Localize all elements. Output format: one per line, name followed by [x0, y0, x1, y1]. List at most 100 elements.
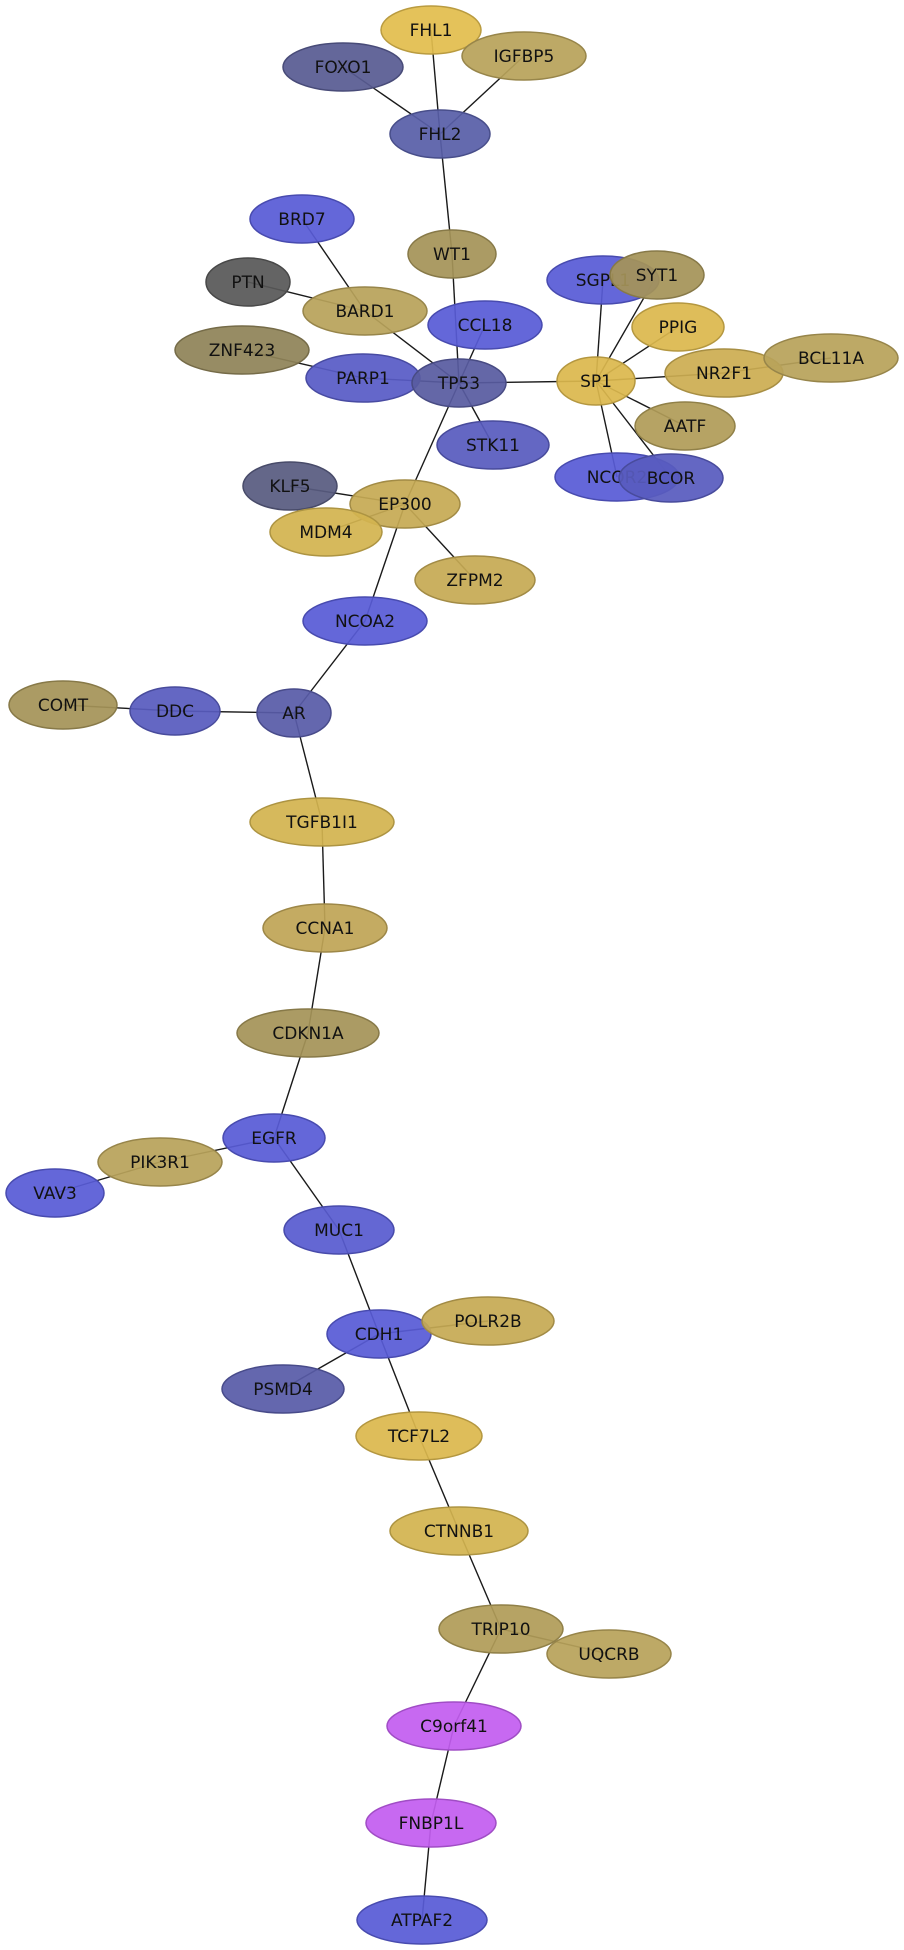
node-klf5[interactable]: KLF5	[242, 461, 338, 511]
node-label-tcf7l2: TCF7L2	[387, 1427, 450, 1447]
node-psmd4[interactable]: PSMD4	[221, 1364, 345, 1414]
node-shape-bard1[interactable]	[302, 286, 428, 336]
node-shape-fnbp1l[interactable]	[365, 1798, 497, 1848]
node-ccna1[interactable]: CCNA1	[262, 903, 388, 953]
node-wt1[interactable]: WT1	[407, 229, 497, 279]
node-label-ccna1: CCNA1	[296, 919, 355, 939]
node-shape-egfr[interactable]	[222, 1113, 326, 1163]
node-ctnnb1[interactable]: CTNNB1	[389, 1506, 529, 1556]
node-shape-polr2b[interactable]	[421, 1296, 555, 1346]
node-shape-c9orf41[interactable]	[386, 1701, 522, 1751]
node-shape-ctnnb1[interactable]	[389, 1506, 529, 1556]
node-label-bard1: BARD1	[335, 302, 394, 322]
node-ccl18[interactable]: CCL18	[427, 300, 543, 350]
node-shape-ccl18[interactable]	[427, 300, 543, 350]
node-shape-ccna1[interactable]	[262, 903, 388, 953]
node-cdh1[interactable]: CDH1	[326, 1309, 432, 1359]
node-ppig[interactable]: PPIG	[631, 302, 725, 352]
node-shape-bcl11a[interactable]	[763, 333, 899, 383]
node-shape-aatf[interactable]	[634, 401, 736, 451]
node-fnbp1l[interactable]: FNBP1L	[365, 1798, 497, 1848]
node-shape-psmd4[interactable]	[221, 1364, 345, 1414]
node-shape-ep300[interactable]	[349, 479, 461, 529]
node-shape-brd7[interactable]	[249, 194, 355, 244]
node-vav3[interactable]: VAV3	[5, 1168, 105, 1218]
node-igfbp5[interactable]: IGFBP5	[461, 31, 587, 81]
node-pik3r1[interactable]: PIK3R1	[97, 1137, 223, 1187]
node-mdm4[interactable]: MDM4	[269, 507, 383, 557]
node-shape-sp1[interactable]	[556, 356, 636, 406]
node-nr2f1[interactable]: NR2F1	[664, 348, 784, 398]
node-shape-ptn[interactable]	[205, 257, 291, 307]
node-sp1[interactable]: SP1	[556, 356, 636, 406]
node-label-bcor: BCOR	[647, 469, 696, 489]
node-shape-mdm4[interactable]	[269, 507, 383, 557]
node-label-znf423: ZNF423	[209, 341, 276, 361]
node-shape-wt1[interactable]	[407, 229, 497, 279]
node-shape-cdkn1a[interactable]	[236, 1008, 380, 1058]
node-ar[interactable]: AR	[256, 688, 332, 738]
node-shape-comt[interactable]	[8, 680, 118, 730]
node-uqcrb[interactable]: UQCRB	[546, 1629, 672, 1679]
node-polr2b[interactable]: POLR2B	[421, 1296, 555, 1346]
node-shape-tcf7l2[interactable]	[355, 1411, 483, 1461]
node-label-ep300: EP300	[378, 495, 431, 515]
node-shape-tgfb1i1[interactable]	[249, 797, 395, 847]
node-comt[interactable]: COMT	[8, 680, 118, 730]
node-shape-muc1[interactable]	[283, 1205, 395, 1255]
node-label-ncoa2: NCOA2	[335, 612, 395, 632]
node-shape-znf423[interactable]	[174, 325, 310, 375]
node-syt1[interactable]: SYT1	[609, 250, 705, 300]
node-label-stk11: STK11	[466, 436, 520, 456]
node-bcor[interactable]: BCOR	[618, 453, 724, 503]
node-fhl1[interactable]: FHL1	[380, 5, 482, 55]
node-shape-bcor[interactable]	[618, 453, 724, 503]
node-shape-uqcrb[interactable]	[546, 1629, 672, 1679]
node-ptn[interactable]: PTN	[205, 257, 291, 307]
node-shape-trip10[interactable]	[438, 1604, 564, 1654]
node-ncoa2[interactable]: NCOA2	[302, 596, 428, 646]
node-bcl11a[interactable]: BCL11A	[763, 333, 899, 383]
node-shape-syt1[interactable]	[609, 250, 705, 300]
node-shape-pik3r1[interactable]	[97, 1137, 223, 1187]
node-shape-stk11[interactable]	[436, 420, 550, 470]
nodes-layer: FHL1FOXO1IGFBP5FHL2WT1BRD7PTNBARD1CCL18S…	[5, 5, 899, 1945]
node-tcf7l2[interactable]: TCF7L2	[355, 1411, 483, 1461]
node-fhl2[interactable]: FHL2	[389, 109, 491, 159]
node-ddc[interactable]: DDC	[129, 686, 221, 736]
node-tp53[interactable]: TP53	[411, 358, 507, 408]
node-shape-tp53[interactable]	[411, 358, 507, 408]
node-shape-atpaf2[interactable]	[356, 1895, 488, 1945]
node-label-foxo1: FOXO1	[315, 58, 372, 78]
node-shape-ddc[interactable]	[129, 686, 221, 736]
node-stk11[interactable]: STK11	[436, 420, 550, 470]
node-shape-klf5[interactable]	[242, 461, 338, 511]
node-brd7[interactable]: BRD7	[249, 194, 355, 244]
node-shape-ncoa2[interactable]	[302, 596, 428, 646]
node-tgfb1i1[interactable]: TGFB1I1	[249, 797, 395, 847]
node-zfpm2[interactable]: ZFPM2	[414, 555, 536, 605]
node-aatf[interactable]: AATF	[634, 401, 736, 451]
node-shape-fhl2[interactable]	[389, 109, 491, 159]
node-bard1[interactable]: BARD1	[302, 286, 428, 336]
node-znf423[interactable]: ZNF423	[174, 325, 310, 375]
node-trip10[interactable]: TRIP10	[438, 1604, 564, 1654]
node-parp1[interactable]: PARP1	[305, 353, 421, 403]
node-shape-vav3[interactable]	[5, 1168, 105, 1218]
node-shape-igfbp5[interactable]	[461, 31, 587, 81]
node-shape-ar[interactable]	[256, 688, 332, 738]
node-shape-foxo1[interactable]	[282, 42, 404, 92]
node-label-fnbp1l: FNBP1L	[399, 1814, 464, 1834]
node-shape-zfpm2[interactable]	[414, 555, 536, 605]
node-foxo1[interactable]: FOXO1	[282, 42, 404, 92]
node-c9orf41[interactable]: C9orf41	[386, 1701, 522, 1751]
node-atpaf2[interactable]: ATPAF2	[356, 1895, 488, 1945]
node-muc1[interactable]: MUC1	[283, 1205, 395, 1255]
node-ep300[interactable]: EP300	[349, 479, 461, 529]
node-egfr[interactable]: EGFR	[222, 1113, 326, 1163]
node-shape-ppig[interactable]	[631, 302, 725, 352]
node-label-aatf: AATF	[664, 417, 707, 437]
node-cdkn1a[interactable]: CDKN1A	[236, 1008, 380, 1058]
node-shape-fhl1[interactable]	[380, 5, 482, 55]
node-label-vav3: VAV3	[33, 1184, 77, 1204]
